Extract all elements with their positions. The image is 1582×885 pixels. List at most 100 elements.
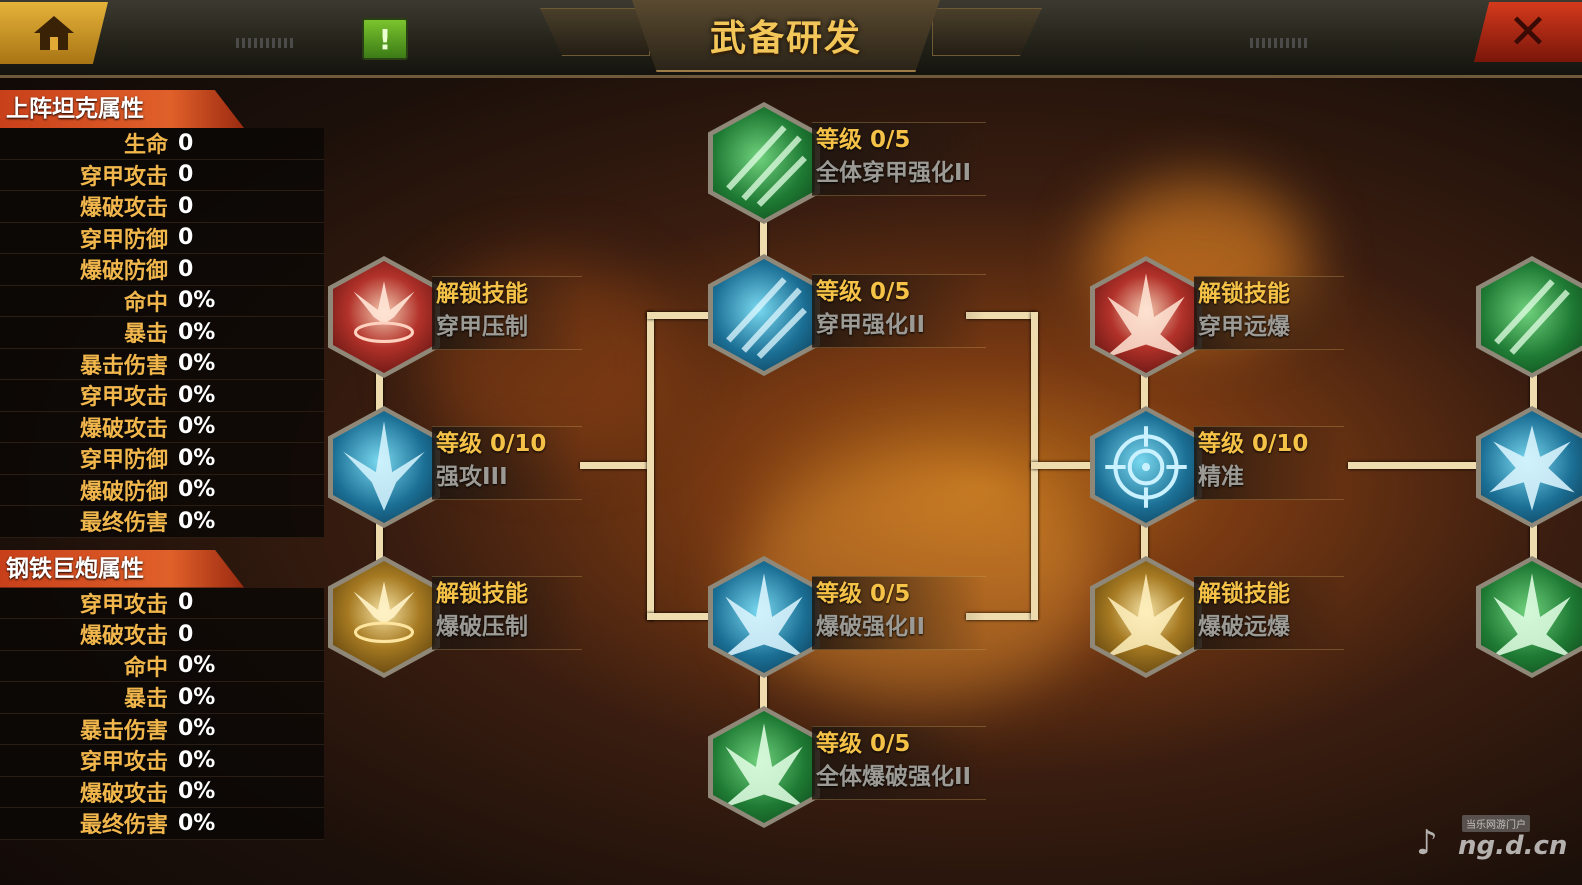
connector-line [580,462,648,469]
vent-decoration [236,38,296,48]
connector-line [760,222,767,260]
node-level: 等级 0/5 [816,127,911,153]
connector-line [1348,462,1478,469]
alert-button[interactable]: ! [362,18,408,60]
node-label: 等级 0/10 精准 [1194,426,1344,500]
node-status: 解锁技能 [436,581,528,607]
watermark-site: ng.d.cn [1458,831,1568,861]
node-status: 解锁技能 [1198,281,1290,307]
music-note-icon: ♪ [1416,823,1438,863]
connector-line [1141,522,1148,562]
stat-label: 穿甲防御 [79,448,168,474]
connector-line [966,613,1034,620]
stat-label: 命中 [123,655,168,681]
node-label: 解锁技能 爆破压制 [432,576,582,650]
skill-node-armor-suppress[interactable]: 解锁技能 穿甲压制 [328,256,582,378]
stat-value: 0% [178,288,216,314]
stat-value: 0 [178,590,194,616]
node-level: 等级 0/5 [816,731,911,757]
stat-label: 命中 [123,290,168,316]
node-status: 解锁技能 [436,281,528,307]
connector-line [376,372,383,414]
stat-row: 爆破防御 0% [0,474,324,506]
blue-explosion-icon [713,561,815,673]
stat-value: 0% [178,716,216,742]
skill-node-edge-top[interactable] [1476,256,1582,378]
node-level: 等级 0/5 [816,279,911,305]
node-level: 等级 0/10 [436,431,547,457]
stat-row: 爆破攻击 0% [0,776,324,808]
vent-decoration [1250,38,1310,48]
stat-label: 暴击 [123,322,168,348]
top-bar: ! 武备研发 ✕ [0,0,1582,78]
connector-line [1031,462,1093,469]
node-level: 等级 0/5 [816,581,911,607]
connector-line [376,522,383,562]
stat-value: 0 [178,621,194,647]
stat-value: 0% [178,779,216,805]
page-title: 武备研发 [709,18,862,59]
stat-label: 穿甲攻击 [79,164,168,190]
stat-value: 0% [178,508,216,534]
node-label: 解锁技能 穿甲远爆 [1194,276,1344,350]
skill-node-edge-middle[interactable] [1476,406,1582,528]
skill-node-blast-long-blast[interactable]: 解锁技能 爆破远爆 [1090,556,1344,678]
node-name: 穿甲远爆 [1198,314,1290,340]
node-name: 爆破远爆 [1198,614,1290,640]
stat-value: 0% [178,653,216,679]
skill-node-assault[interactable]: 等级 0/10 强攻III [328,406,582,528]
node-level: 等级 0/10 [1198,431,1309,457]
stat-label: 爆破防御 [79,479,168,505]
stat-label: 爆破攻击 [79,781,168,807]
stat-label: 爆破攻击 [79,624,168,650]
node-label: 解锁技能 穿甲压制 [432,276,582,350]
home-button[interactable] [0,2,108,64]
stat-value: 0% [178,351,216,377]
connector-line [647,312,654,620]
skill-node-blast-boost[interactable]: 等级 0/5 爆破强化II [708,556,986,678]
stat-label: 爆破攻击 [79,416,168,442]
node-label: 等级 0/5 全体穿甲强化II [812,122,986,196]
exclamation-icon: ! [378,22,392,56]
stat-label: 爆破防御 [79,259,168,285]
node-label: 等级 0/5 全体爆破强化II [812,726,986,800]
node-label: 等级 0/10 强攻III [432,426,582,500]
watermark: ♪ 当乐网游门户 ng.d.cn [1416,815,1567,865]
green-explosion-icon [713,711,815,823]
stat-value: 0 [178,130,194,156]
stat-row: 命中 0% [0,650,324,682]
stat-value: 0 [178,225,194,251]
skill-node-precision[interactable]: 等级 0/10 精准 [1090,406,1344,528]
title-wing-left [540,8,650,56]
skill-node-armor-boost[interactable]: 等级 0/5 穿甲强化II [708,254,986,376]
skill-node-edge-bottom[interactable] [1476,556,1582,678]
connector-line [1141,372,1148,414]
skill-node-all-armor-boost[interactable]: 等级 0/5 全体穿甲强化II [708,102,986,224]
stat-value: 0% [178,319,216,345]
gold-explosion-icon [1095,561,1197,673]
stat-label: 暴击伤害 [79,718,168,744]
section-header-cannon: 钢铁巨炮属性 [0,549,244,588]
stat-row: 命中 0% [0,285,324,317]
node-name: 全体爆破强化II [816,764,972,790]
stat-value: 0% [178,445,216,471]
close-button[interactable]: ✕ [1474,2,1582,62]
skill-node-armor-long-blast[interactable]: 解锁技能 穿甲远爆 [1090,256,1344,378]
watermark-tag: 当乐网游门户 [1462,815,1530,832]
close-icon: ✕ [1507,4,1549,60]
skill-node-blast-suppress[interactable]: 解锁技能 爆破压制 [328,556,582,678]
skill-node-all-blast-boost[interactable]: 等级 0/5 全体爆破强化II [708,706,986,828]
title-wing-right [932,8,1042,56]
stat-value: 0% [178,477,216,503]
